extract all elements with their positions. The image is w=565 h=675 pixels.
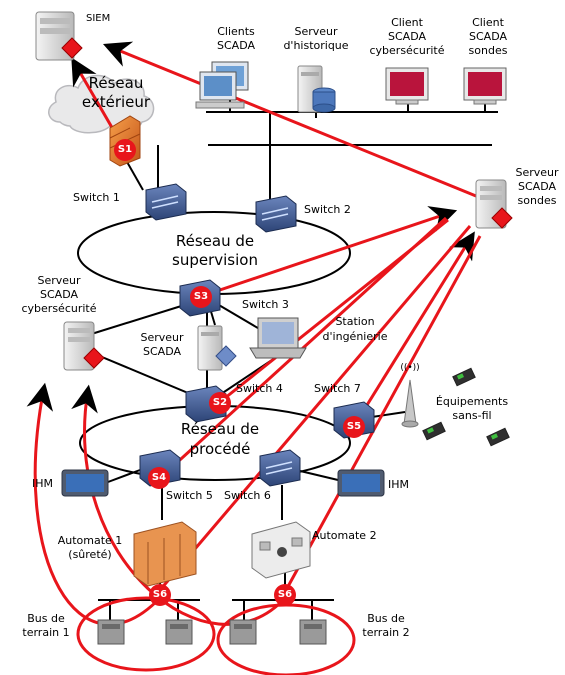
plc-icon (251, 521, 311, 579)
engineering-station-label-line1: Station (335, 315, 375, 328)
scada-server-label-line1: Serveur (140, 331, 184, 344)
cyber-server-label-line1: Serveur (37, 274, 81, 287)
hmi-panel-icons (61, 469, 385, 497)
cyber-server-icon (63, 321, 105, 371)
client-cyber-label-line1: Client (391, 16, 423, 29)
probe-server-label-line1: Serveur (515, 166, 559, 179)
sensor-s6a-badge: S6 (149, 584, 171, 606)
wireless-devices-label-line1: Équipements (435, 395, 509, 408)
switch1-label: Switch 1 (73, 191, 120, 204)
hmi-left-label: IHM (32, 477, 54, 490)
sensor-s2-badge: S2 (209, 392, 231, 414)
plc-safety-icon (133, 521, 197, 587)
siem-label: SIEM (86, 13, 111, 24)
fieldbus2-label-line1: Bus de (367, 612, 405, 625)
clients-scada-label-line1: Clients (217, 25, 255, 38)
fieldbus1-label-line2: terrain 1 (22, 626, 70, 639)
client-sondes-label-line1: Client (472, 16, 504, 29)
switch4-label: Switch 4 (236, 382, 283, 395)
switch6-label: Switch 6 (224, 489, 271, 502)
engineering-station-label-line2: d'ingénierie (322, 330, 388, 343)
cyber-server-label-line2: SCADA (40, 288, 78, 301)
client-cyber-monitor-icon (385, 67, 429, 105)
svg-text:((•)): ((•)) (400, 363, 419, 373)
history-server-label-line1: Serveur (294, 25, 338, 38)
scada-server-label-line2: SCADA (143, 345, 181, 358)
history-server-label-line2: d'historique (283, 39, 349, 52)
wireless-antenna-icon: ((•)) (400, 363, 420, 428)
external-network-label-line2: extérieur (81, 93, 151, 111)
engineering-laptop-icon (249, 317, 307, 359)
scada-server-icon (197, 325, 237, 371)
client-cyber-label-line3: cybersécurité (369, 44, 445, 57)
probe-server-icon (475, 179, 513, 229)
external-network-label-line1: Réseau (88, 74, 144, 92)
switch7-label: Switch 7 (314, 382, 361, 395)
sensor-s5-badge: S5 (343, 416, 365, 438)
process-network-label-line1: Réseau de (180, 420, 260, 438)
cyber-server-label-line3: cybersécurité (21, 302, 97, 315)
sensor-s4-badge: S4 (148, 467, 170, 489)
field-device-icons (97, 619, 327, 645)
sensor-s6b-badge: S6 (274, 584, 296, 606)
client-sondes-label-line2: SCADA (469, 30, 507, 43)
probe-server-label-line2: SCADA (518, 180, 556, 193)
clients-scada-label-line2: SCADA (217, 39, 255, 52)
plc1-label-line1: Automate 1 (57, 534, 123, 547)
probe-server-label-line3: sondes (517, 194, 557, 207)
switch3-label: Switch 3 (242, 298, 289, 311)
plc2-label: Automate 2 (312, 529, 377, 542)
supervision-network-label-line1: Réseau de (175, 232, 255, 250)
switch5-label: Switch 5 (166, 489, 213, 502)
switch-icons (139, 183, 375, 487)
fieldbus1-label-line1: Bus de (27, 612, 65, 625)
fieldbus2-label-line2: terrain 2 (362, 626, 410, 639)
supervision-network-label-line2: supervision (172, 251, 258, 269)
siem-server-icon (35, 11, 83, 61)
sensor-s1-badge: S1 (114, 139, 136, 161)
wireless-devices-label-line2: sans-fil (452, 409, 492, 422)
switch2-label: Switch 2 (304, 203, 351, 216)
client-cyber-label-line2: SCADA (388, 30, 426, 43)
process-network-label-line2: procédé (189, 440, 251, 458)
wireless-device-icons (422, 367, 510, 447)
clients-scada-icon (195, 61, 249, 109)
plc1-label-line2: (sûreté) (68, 548, 112, 561)
client-sondes-monitor-icon (463, 67, 507, 105)
hmi-right-label: IHM (388, 478, 410, 491)
sensor-s3-badge: S3 (190, 286, 212, 308)
client-sondes-label-line3: sondes (468, 44, 508, 57)
history-server-icon (297, 65, 336, 113)
